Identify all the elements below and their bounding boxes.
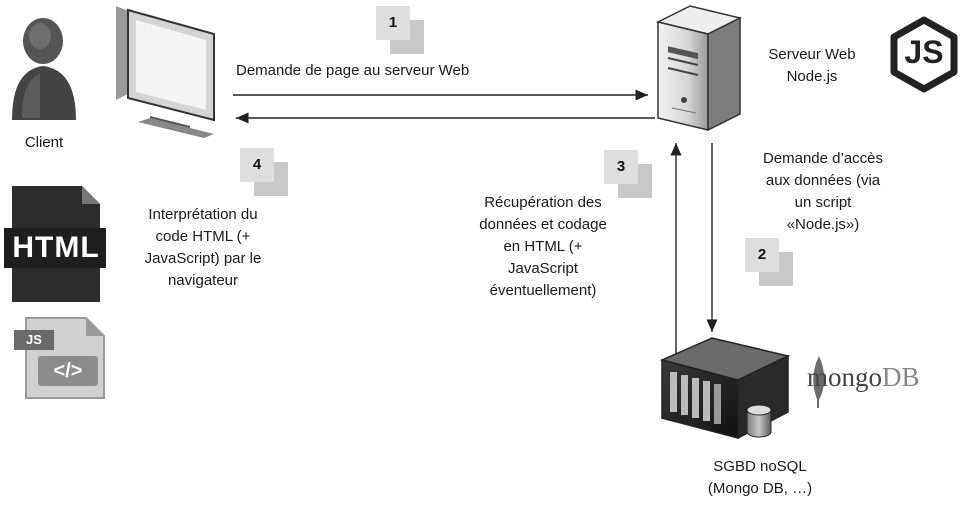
client-label: Client <box>24 134 64 151</box>
step-2-number: 2 <box>745 238 779 272</box>
step-3-line1: Récupération des <box>484 194 602 211</box>
step-2-line2: aux données (via <box>765 172 881 189</box>
step-4-badge: 4 <box>240 148 290 198</box>
step-4-line2: code HTML (+ <box>155 228 251 245</box>
step-1-number: 1 <box>376 6 410 40</box>
db-label-line2: (Mongo DB, …) <box>707 480 813 497</box>
server-label-line2: Node.js <box>786 68 838 85</box>
step-4-line3: JavaScript) par le <box>144 250 262 267</box>
monitor-icon <box>116 6 215 138</box>
mongodb-suffix: DB <box>882 362 920 392</box>
js-file-text: JS <box>26 332 42 347</box>
step-2-line4: «Node.js») <box>786 216 860 233</box>
js-file-code: </> <box>53 360 83 382</box>
db-label-line1: SGBD noSQL <box>713 458 807 475</box>
step-4-text: Interprétation du code HTML (+ JavaScrip… <box>108 204 298 292</box>
server-icon <box>655 5 743 132</box>
server-label-line1: Serveur Web <box>768 46 856 63</box>
mongodb-leaf-icon <box>813 356 825 408</box>
step-3-line4: JavaScript <box>507 260 579 277</box>
step-2-line1: Demande d’accès <box>762 150 884 167</box>
step-2-text: Demande d’accès aux données (via un scri… <box>738 148 908 236</box>
step-2-badge: 2 <box>745 238 795 288</box>
step-3-line5: éventuellement) <box>489 282 597 299</box>
step-3-text: Récupération des données et codage en HT… <box>448 192 638 302</box>
nodejs-logo-text: JS <box>904 34 944 70</box>
step-4-line4: navigateur <box>167 272 239 289</box>
step-1-badge: 1 <box>376 6 426 56</box>
html-file-icon <box>4 186 106 302</box>
db-label: SGBD noSQL (Mongo DB, …) <box>690 456 830 500</box>
database-server-icon <box>659 337 791 440</box>
mongodb-logo: mongoDB <box>807 362 920 393</box>
step-3-line2: données et codage <box>479 216 607 233</box>
nodejs-logo-icon <box>890 16 958 93</box>
server-label: Serveur Web Node.js <box>752 44 872 88</box>
mongodb-word: mongo <box>807 362 883 392</box>
step-2-line3: un script <box>794 194 852 211</box>
js-file-icon <box>14 317 105 399</box>
html-file-text: HTML <box>12 231 100 264</box>
step-3-line3: en HTML (+ <box>503 238 583 255</box>
user-icon <box>12 18 76 120</box>
step-3-badge: 3 <box>604 150 654 200</box>
step-4-line1: Interprétation du <box>148 206 258 223</box>
step-3-number: 3 <box>604 150 638 184</box>
step-4-number: 4 <box>240 148 274 182</box>
step-1-text: Demande de page au serveur Web <box>236 62 470 79</box>
